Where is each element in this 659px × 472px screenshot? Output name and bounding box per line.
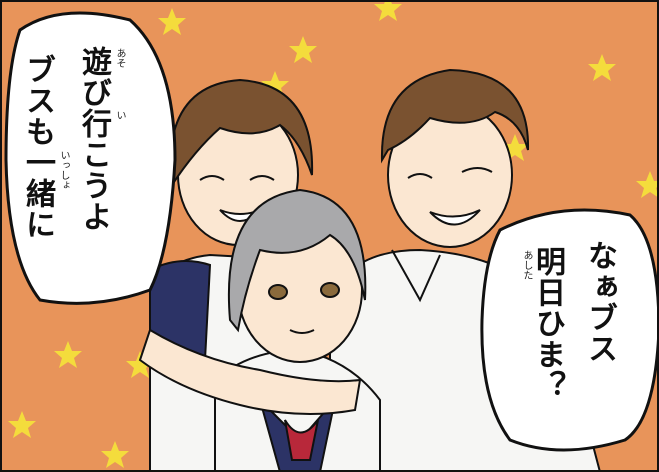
bubble-left-line-2: ブスも一緒に (20, 54, 55, 240)
speech-bubble-right (480, 208, 659, 452)
bubble-right-line-1: なぁブス (582, 240, 617, 364)
girl-gray-hair (138, 188, 381, 472)
bubble-right-line-2: 明日ひま？ (530, 246, 565, 401)
bubble-left-line-1: 遊び行こうよ (76, 46, 111, 232)
ruby-issho: いっしょ (58, 150, 69, 190)
ruby-ashita: あした (521, 250, 532, 280)
ruby-iku: い (114, 110, 125, 120)
ruby-asobi: あそ (114, 48, 125, 68)
speech-bubble-left (4, 11, 177, 305)
